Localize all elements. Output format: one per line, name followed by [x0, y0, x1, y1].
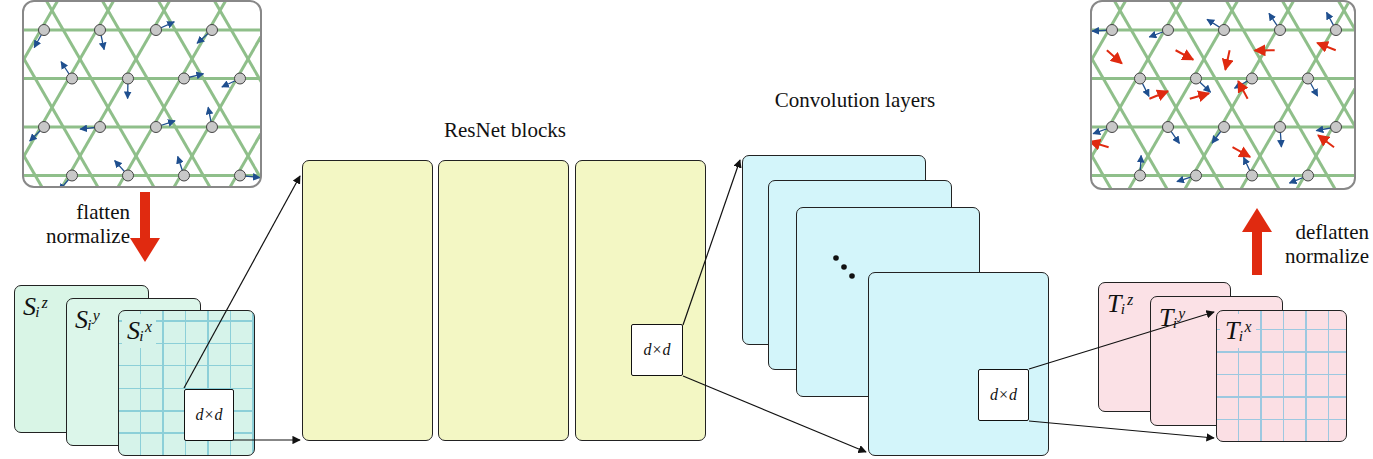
- resnet-block: [575, 160, 706, 441]
- section-title: ResNet blocks: [395, 118, 615, 142]
- conv-layer: [868, 272, 1049, 456]
- step-label: flatten normalize: [20, 200, 130, 248]
- channel-label: Tᵢʸ: [1151, 297, 1192, 339]
- kernel-label: d×d: [990, 386, 1017, 404]
- deflatten-arrow: [1242, 208, 1272, 275]
- flatten-arrow: [130, 192, 160, 262]
- channel-label: Sᵢˣ: [122, 314, 156, 348]
- kernel-window: d×d: [631, 324, 683, 376]
- kernel-label: d×d: [196, 406, 223, 424]
- section-title: Convolution layers: [735, 88, 975, 112]
- channel-label: Tᵢᶻ: [1099, 283, 1140, 325]
- resnet-block: [302, 160, 433, 441]
- kernel-window: d×d: [978, 369, 1029, 421]
- kernel-label: d×d: [644, 341, 671, 359]
- output-channel: Tᵢˣ: [1216, 310, 1347, 442]
- channel-label: Tᵢˣ: [1220, 314, 1256, 348]
- kernel-window: d×d: [184, 389, 234, 441]
- input-channel: Sᵢˣ d×d: [118, 310, 255, 456]
- resnet-block: [438, 160, 569, 441]
- channel-label: Sᵢʸ: [67, 299, 107, 341]
- step-label: deflatten normalize: [1277, 220, 1369, 268]
- channel-label: Sᵢᶻ: [15, 286, 54, 328]
